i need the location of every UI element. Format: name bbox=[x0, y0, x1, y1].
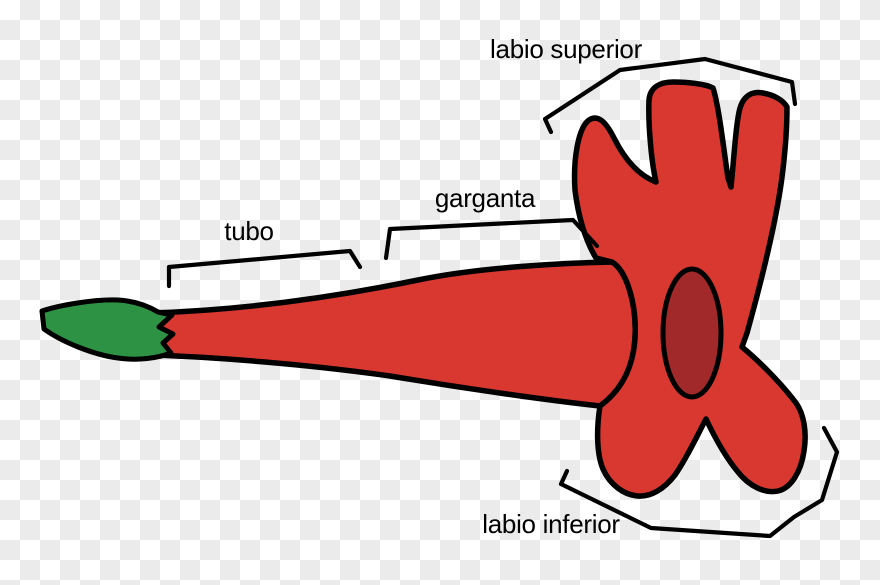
label-labio-superior: labio superior bbox=[490, 34, 642, 64]
flower-outlines bbox=[39, 56, 840, 539]
bracket-labio-superior bbox=[542, 56, 798, 135]
label-garganta: garganta bbox=[434, 183, 536, 213]
throat-opening-shape bbox=[660, 266, 724, 400]
label-tubo: tubo bbox=[224, 216, 274, 246]
bracket-garganta bbox=[383, 217, 600, 261]
calyx-shape bbox=[39, 297, 176, 362]
label-labio-inferior: labio inferior bbox=[482, 509, 620, 539]
corolla-tube-shape bbox=[147, 259, 638, 409]
bracket-labio-inferior bbox=[558, 425, 840, 539]
bracket-tubo bbox=[166, 248, 363, 289]
